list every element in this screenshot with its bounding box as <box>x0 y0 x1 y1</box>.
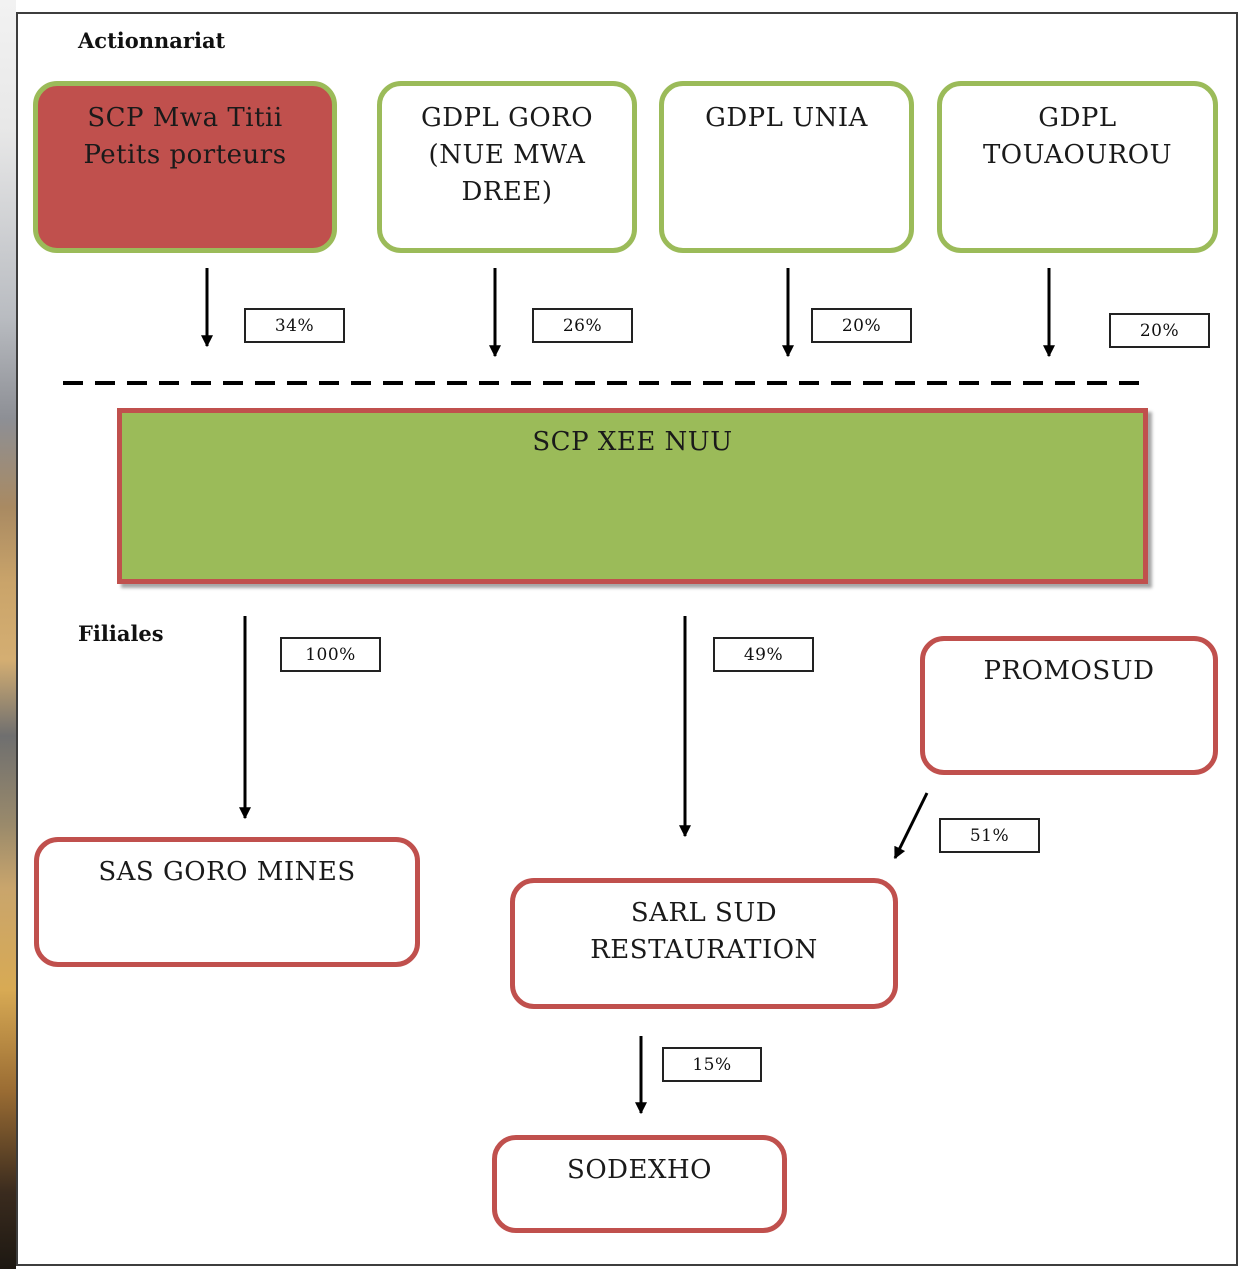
share-percent-label: 51% <box>939 818 1040 853</box>
shareholder-label: SCP Mwa Titii Petits porteurs <box>83 103 287 170</box>
share-percent-label: 34% <box>244 308 345 343</box>
share-percent-label: 15% <box>662 1047 762 1082</box>
shareholder-label: GDPL GORO (NUE MWA DREE) <box>420 103 594 207</box>
shareholder-label: GDPL TOUAOUROU <box>982 103 1173 170</box>
share-percent-label: 20% <box>1109 313 1210 348</box>
subsidiary-box-goro-mines: SAS GORO MINES <box>34 837 420 967</box>
shareholder-label: GDPL UNIA <box>705 103 868 133</box>
share-percent-label: 20% <box>811 308 912 343</box>
subsidiaries-heading: Filiales <box>78 621 164 646</box>
share-percent-label: 100% <box>280 637 381 672</box>
shareholder-box-scp-mwa-titii: SCP Mwa Titii Petits porteurs <box>33 81 337 253</box>
ownership-arrow <box>893 792 929 860</box>
subsidiary-label: PROMOSUD <box>983 656 1155 686</box>
shareholder-box-gdpl-touaourou: GDPL TOUAOUROU <box>937 81 1218 253</box>
main-entity-box: SCP XEE NUU <box>117 408 1148 584</box>
left-edge-photo-strip <box>0 0 16 1269</box>
subsidiary-label: SARL SUD RESTAURATION <box>590 898 818 965</box>
subsidiary-box-sodexho: SODEXHO <box>492 1135 787 1233</box>
subsidiary-label: SODEXHO <box>567 1155 712 1185</box>
subsidiary-label: SAS GORO MINES <box>98 857 356 887</box>
subsidiary-box-sud-restauration: SARL SUD RESTAURATION <box>510 878 898 1009</box>
share-percent-label: 49% <box>713 637 814 672</box>
subsidiary-box-promosud: PROMOSUD <box>920 636 1218 775</box>
main-entity-label: SCP XEE NUU <box>532 427 733 457</box>
shareholder-box-gdpl-goro: GDPL GORO (NUE MWA DREE) <box>377 81 637 253</box>
shareholders-heading: Actionnariat <box>78 28 226 53</box>
shareholder-box-gdpl-unia: GDPL UNIA <box>659 81 914 253</box>
share-percent-label: 26% <box>532 308 633 343</box>
